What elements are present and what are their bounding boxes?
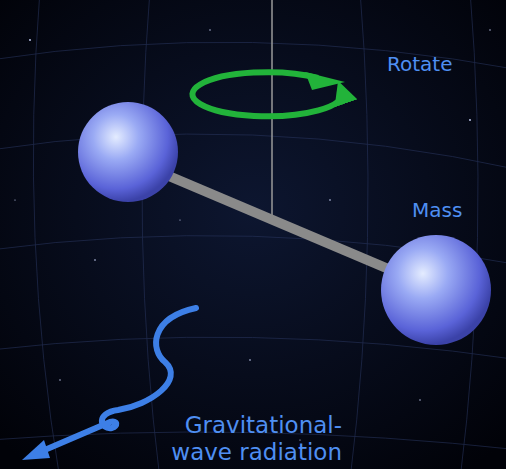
rotation-axis: [271, 0, 273, 222]
text-label: Mass: [412, 198, 502, 222]
stars: [14, 29, 490, 440]
wave-arrowhead: [22, 440, 50, 460]
connecting-rod: [150, 168, 405, 276]
wave-arrow: [40, 308, 196, 452]
text-label: Gravitational- wave radiation: [150, 412, 342, 466]
rotation-arrowhead: [305, 72, 345, 90]
text-label: Rotate: [387, 52, 497, 76]
mass-sphere: [78, 102, 178, 202]
mass-sphere: [381, 235, 491, 345]
